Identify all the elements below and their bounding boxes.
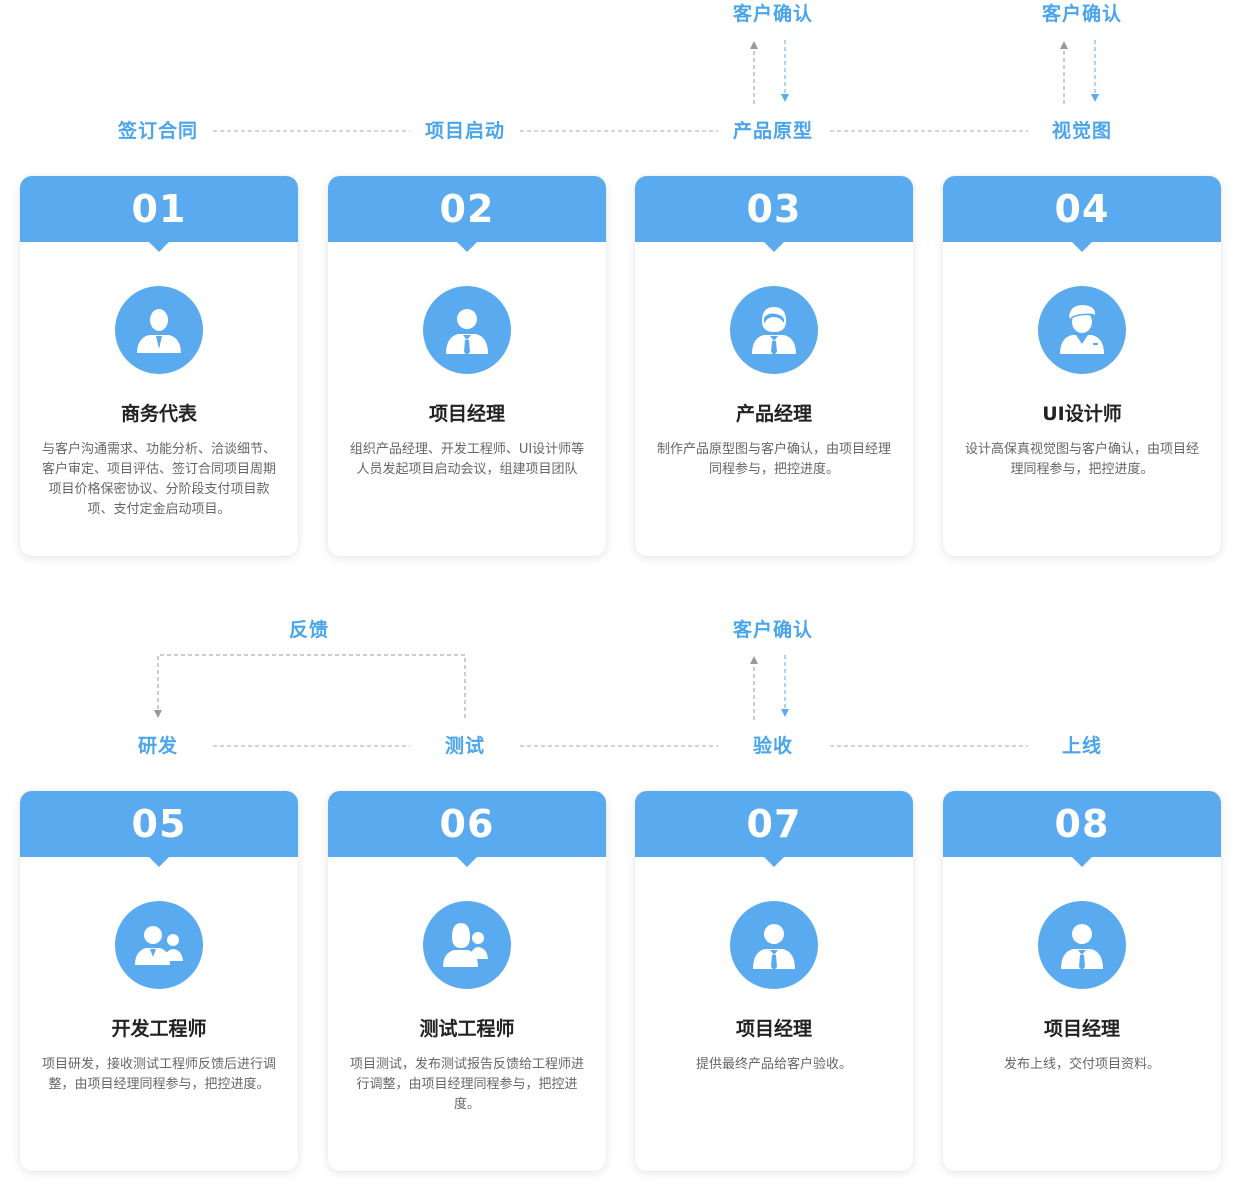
stage-label-accept: 验收 — [752, 735, 793, 757]
role-description: 制作产品原型图与客户确认，由项目经理同程参与，把控进度。 — [656, 442, 891, 477]
card-notch — [455, 240, 479, 252]
manager-icon — [423, 286, 511, 374]
card-notch — [147, 855, 171, 867]
step-card-07: 07 项目经理 提供最终产品给客户验收。 — [635, 791, 913, 1171]
card-header — [328, 791, 606, 857]
card-notch — [1070, 240, 1094, 252]
manager-icon — [730, 901, 818, 989]
card-header — [635, 176, 913, 242]
step-number: 02 — [439, 187, 495, 231]
stage-label-test: 测试 — [444, 735, 485, 757]
businessman-icon — [115, 286, 203, 374]
card-notch — [762, 855, 786, 867]
confirm-label: 客户确认 — [732, 3, 813, 25]
card-header — [943, 791, 1221, 857]
confirm-label: 客户确认 — [1041, 3, 1122, 25]
card-notch — [762, 240, 786, 252]
step-card-02: 02 项目经理 组织产品经理、开发工程师、UI设计师等人员发起项目启动会议，组建… — [328, 176, 606, 556]
card-notch — [1070, 855, 1094, 867]
step-number: 04 — [1054, 187, 1110, 231]
manager-icon — [1038, 901, 1126, 989]
stage-label-sign-contract: 签订合同 — [117, 120, 198, 142]
role-description: 项目测试，发布测试报告反馈给工程师进行调整，由项目经理同程参与，把控进度。 — [349, 1057, 584, 1112]
card-header — [943, 176, 1221, 242]
card-header — [20, 791, 298, 857]
step-number: 07 — [746, 802, 802, 846]
step-number: 01 — [131, 187, 187, 231]
step-card-04: 04 UI设计师 设计高保真视觉图与客户确认，由项目经理同程参与，把控进度。 — [943, 176, 1221, 556]
step-number: 08 — [1054, 802, 1110, 846]
role-title: 开发工程师 — [111, 1018, 207, 1040]
testers-icon — [423, 901, 511, 989]
stage-label-project-start: 项目启动 — [424, 120, 505, 142]
product-manager-icon — [730, 286, 818, 374]
role-description: 与客户沟通需求、功能分析、洽谈细节、客户审定、项目评估、签订合同项目周期项目价格… — [41, 442, 276, 517]
role-title: UI设计师 — [1042, 403, 1122, 425]
step-number: 05 — [131, 802, 187, 846]
stage-label-launch: 上线 — [1061, 735, 1102, 757]
step-card-08: 08 项目经理 发布上线，交付项目资料。 — [943, 791, 1221, 1171]
card-header — [328, 176, 606, 242]
role-title: 产品经理 — [735, 403, 812, 425]
step-card-03: 03 产品经理 制作产品原型图与客户确认，由项目经理同程参与，把控进度。 — [635, 176, 913, 556]
role-title: 项目经理 — [735, 1018, 812, 1040]
card-notch — [455, 855, 479, 867]
step-card-05: 05 开发工程师 项目研发，接收测试工程师反馈后进行调整，由项目经理同程参与，把… — [20, 791, 298, 1171]
role-description: 设计高保真视觉图与客户确认，由项目经理同程参与，把控进度。 — [964, 442, 1199, 477]
card-header — [635, 791, 913, 857]
developers-icon — [115, 901, 203, 989]
role-title: 项目经理 — [428, 403, 505, 425]
feedback-label: 反馈 — [288, 619, 329, 641]
role-description: 提供最终产品给客户验收。 — [695, 1057, 852, 1072]
role-title: 测试工程师 — [419, 1018, 515, 1040]
card-notch — [147, 240, 171, 252]
step-number: 03 — [746, 187, 802, 231]
stage-label-visual: 视觉图 — [1051, 120, 1112, 142]
role-description: 发布上线，交付项目资料。 — [1003, 1057, 1160, 1072]
confirm-label: 客户确认 — [732, 619, 813, 641]
designer-icon — [1038, 286, 1126, 374]
role-title: 商务代表 — [120, 403, 197, 425]
step-card-01: 01 商务代表 与客户沟通需求、功能分析、洽谈细节、客户审定、项目评估、签订合同… — [20, 176, 298, 556]
role-title: 项目经理 — [1043, 1018, 1120, 1040]
step-number: 06 — [439, 802, 495, 846]
stage-label-prototype: 产品原型 — [732, 120, 813, 142]
role-description: 项目研发，接收测试工程师反馈后进行调整，由项目经理同程参与，把控进度。 — [41, 1057, 276, 1092]
step-card-06: 06 测试工程师 项目测试，发布测试报告反馈给工程师进行调整，由项目经理同程参与… — [328, 791, 606, 1171]
stage-label-develop: 研发 — [137, 735, 178, 757]
role-description: 组织产品经理、开发工程师、UI设计师等人员发起项目启动会议，组建项目团队 — [349, 442, 585, 477]
feedback-bracket — [154, 654, 466, 718]
card-header — [20, 176, 298, 242]
